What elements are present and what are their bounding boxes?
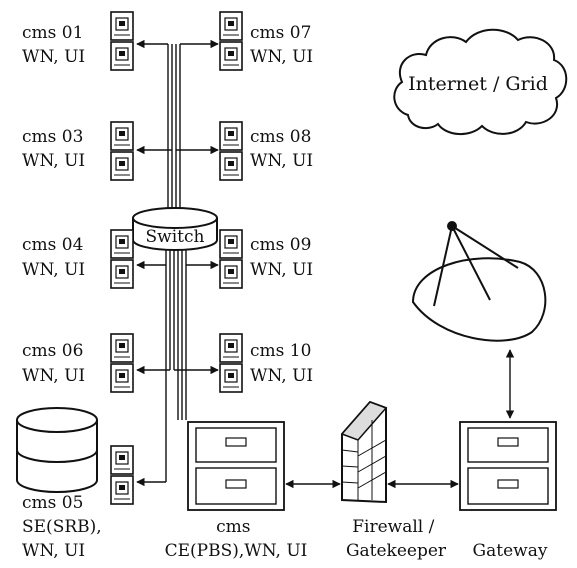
storage-disk-icon (16, 407, 98, 493)
satellite-dish-icon (411, 221, 547, 342)
label-cms09: cms 09 WN, UI (250, 235, 317, 280)
label-cms05: cms 05 SE(SRB), WN, UI (22, 493, 107, 561)
cabinet-icon-gateway (459, 421, 557, 511)
cloud-label: Internet / Grid (408, 73, 548, 95)
switch-label: Switch (146, 227, 205, 247)
label-cms10: cms 10 WN, UI (250, 341, 317, 386)
label-cms06: cms 06 WN, UI (22, 341, 89, 386)
node-icon-cms06 (111, 334, 133, 392)
label-gateway: Gateway (473, 541, 548, 561)
node-icon-cms09 (220, 230, 242, 288)
cabinet-icon-ce (187, 421, 285, 511)
label-ce: cms CE(PBS),WN, UI (165, 517, 308, 561)
label-cms03: cms 03 WN, UI (22, 127, 89, 171)
label-cms01: cms 01 WN, UI (22, 23, 89, 67)
firewall-icon (340, 400, 388, 504)
label-cms04: cms 04 WN, UI (22, 235, 89, 280)
connection-lines (136, 39, 515, 489)
label-firewall: Firewall / Gatekeeper (346, 517, 447, 561)
label-cms08: cms 08 WN, UI (250, 127, 317, 171)
node-icon-cms01 (111, 12, 133, 70)
label-cms07: cms 07 WN, UI (250, 23, 317, 67)
node-icon-cms05 (111, 446, 133, 504)
node-icon-cms08 (220, 122, 242, 180)
node-icon-cms03 (111, 122, 133, 180)
internet-cloud (393, 28, 568, 135)
node-icon-cms04 (111, 230, 133, 288)
switch-icon (132, 207, 218, 251)
node-icon-cms10 (220, 334, 242, 392)
node-icon-cms07 (220, 12, 242, 70)
